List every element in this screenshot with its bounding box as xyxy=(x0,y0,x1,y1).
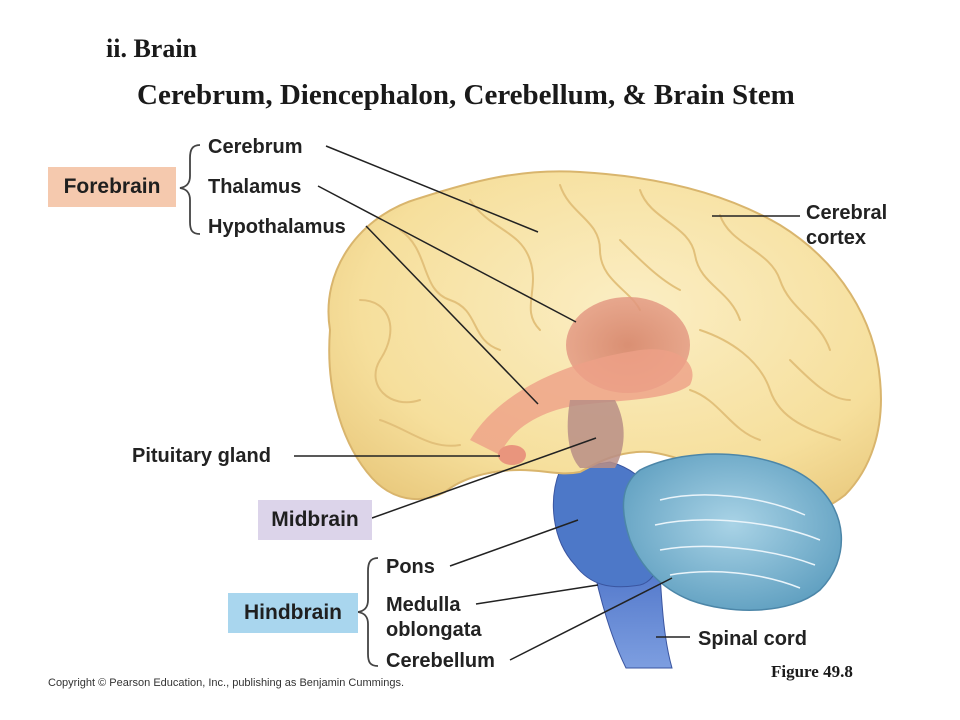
medulla-label-line1: Medulla xyxy=(386,594,461,616)
slide-title: ii. Brain xyxy=(106,34,198,63)
forebrain-box: Forebrain xyxy=(48,167,176,207)
pituitary-shape xyxy=(498,445,526,465)
pituitary-gland-label: Pituitary gland xyxy=(132,445,271,467)
slide-subtitle: Cerebrum, Diencephalon, Cerebellum, & Br… xyxy=(137,79,795,111)
cerebral-cortex-label-line1: Cerebral xyxy=(806,202,888,224)
figure-label: Figure 49.8 xyxy=(771,662,853,681)
medulla-label-line2: oblongata xyxy=(386,619,482,641)
copyright-notice: Copyright © Pearson Education, Inc., pub… xyxy=(48,677,405,689)
spinal-cord-label: Spinal cord xyxy=(698,628,807,650)
cerebellum-label: Cerebellum xyxy=(386,650,495,672)
cerebellum-folia xyxy=(654,494,821,589)
hindbrain-box: Hindbrain xyxy=(228,593,358,633)
cerebrum-label: Cerebrum xyxy=(208,136,303,158)
cerebellum-shape xyxy=(622,453,842,611)
hypothalamus-label: Hypothalamus xyxy=(208,216,346,238)
midbrain-box: Midbrain xyxy=(258,500,372,540)
thalamus-label: Thalamus xyxy=(208,176,302,198)
cerebral-cortex-label-line2: cortex xyxy=(806,227,867,249)
leader-lines xyxy=(294,145,800,661)
midbrain-shape xyxy=(567,400,624,468)
forebrain-bracket xyxy=(179,144,201,235)
cerebrum-gyri xyxy=(359,184,851,447)
spinal-cord-shape xyxy=(591,559,673,669)
hindbrain-bracket xyxy=(357,557,379,667)
pons-label: Pons xyxy=(386,556,435,578)
